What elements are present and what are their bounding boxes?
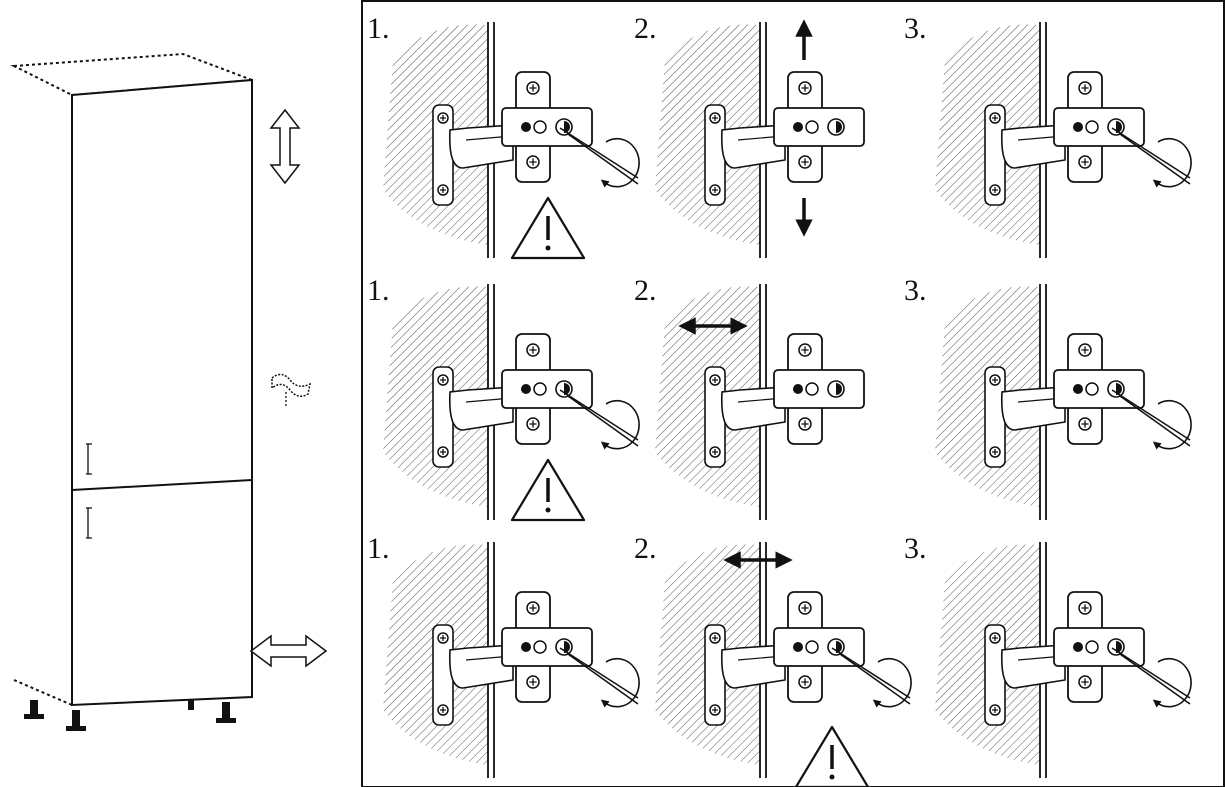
step-cell-depth-adjustment-2: 2. <box>634 532 912 787</box>
cabinet-leg <box>216 702 236 723</box>
step-label: 1. <box>367 274 390 307</box>
step-label: 2. <box>634 12 657 45</box>
cabinet-leg <box>188 700 194 710</box>
step-cell-side-adjustment-3: 3. <box>904 274 1192 520</box>
step-cell-height-adjustment-2: 2. <box>634 12 865 258</box>
cabinet-leg <box>66 710 86 731</box>
step-cell-side-adjustment-1: 1. <box>367 274 640 522</box>
step-label: 3. <box>904 532 927 565</box>
warning-icon <box>510 196 586 260</box>
step-grid: 1. 2. 3. 1. 2. 3. 1. 2. 3. <box>367 12 1192 787</box>
tall-cabinet <box>10 52 253 731</box>
warning-icon <box>510 458 586 522</box>
step-cell-depth-adjustment-3: 3. <box>904 532 1192 778</box>
step-cell-height-adjustment-1: 1. <box>367 12 640 260</box>
horizontal-double-arrow-icon <box>249 634 328 668</box>
vertical-double-arrow-icon <box>269 108 301 185</box>
step-label: 3. <box>904 274 927 307</box>
warning-icon <box>794 725 870 787</box>
step-label: 2. <box>634 532 657 565</box>
depth-arrow-icon <box>271 373 312 406</box>
step-cell-depth-adjustment-1: 1. <box>367 532 640 778</box>
step-label: 1. <box>367 12 390 45</box>
step-cell-side-adjustment-2: 2. <box>634 274 865 520</box>
step-cell-height-adjustment-3: 3. <box>904 12 1192 258</box>
step-label: 3. <box>904 12 927 45</box>
cabinet-leg <box>24 700 44 719</box>
step-label: 1. <box>367 532 390 565</box>
step-label: 2. <box>634 274 657 307</box>
